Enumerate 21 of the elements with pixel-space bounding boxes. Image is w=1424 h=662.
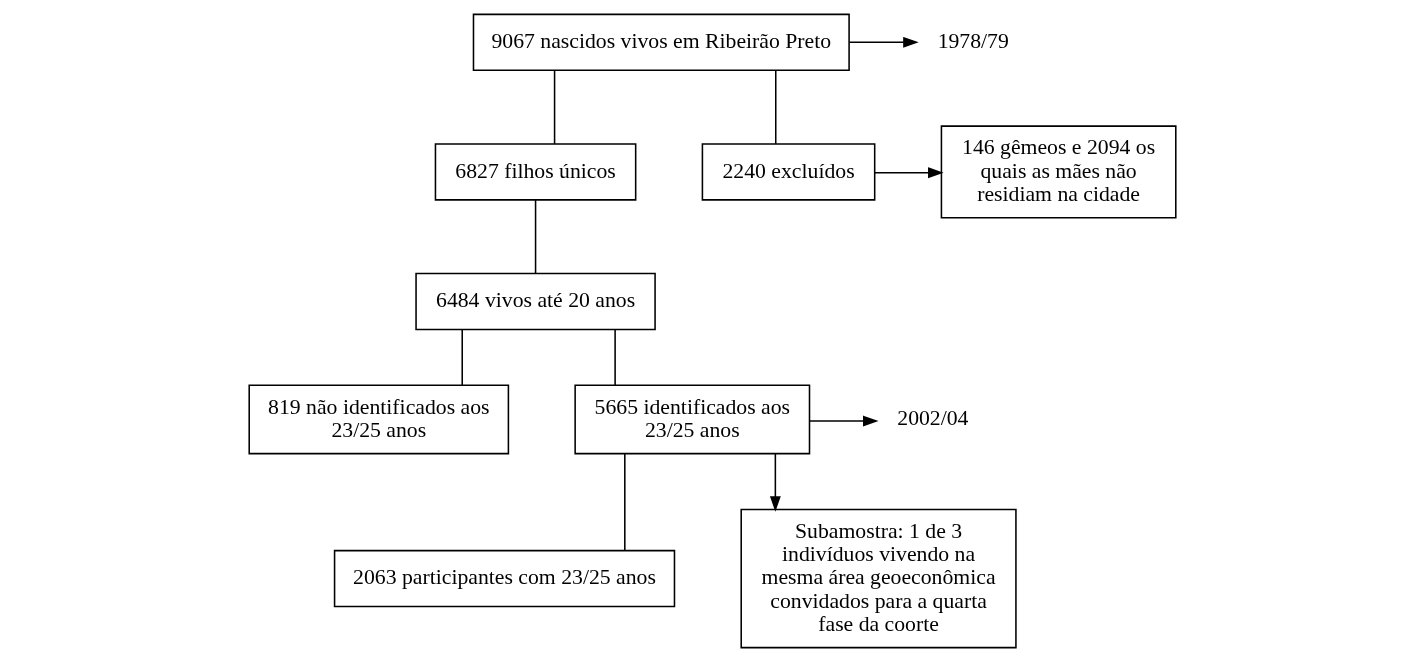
connector [613,328,616,386]
node-text: 1978/79 [937,29,1009,54]
node-box: 2063 participantes com 23/25 anos [333,549,675,608]
arrow [808,415,879,427]
node-box: 6484 vivos até 20 anos [414,272,656,331]
node-box: Subamostra: 1 de 3 indivíduos vivendo na mesma área geoeconômica convidados para a quarta fase da coorte [739,508,1017,649]
connector [774,69,777,145]
node-box: 9067 nascidos vivos em Ribeirão Preto [472,13,850,72]
node-text: 2002/04 [896,406,968,431]
connector [553,69,555,145]
arrow [848,36,919,48]
connector [623,453,626,552]
node-box: 146 gêmeos e 2094 os quais as mães não residiam na cidade [940,125,1177,219]
node-box: 2240 excluídos [701,143,875,201]
arrow [873,167,944,179]
node-box: 5665 identificados aos 23/25 anos [573,384,810,455]
connector [534,199,536,275]
arrow [769,453,781,512]
node-box: 819 não identificados aos 23/25 anos [247,384,509,455]
connector [460,328,463,386]
node-box: 6827 filhos únicos [434,143,636,201]
